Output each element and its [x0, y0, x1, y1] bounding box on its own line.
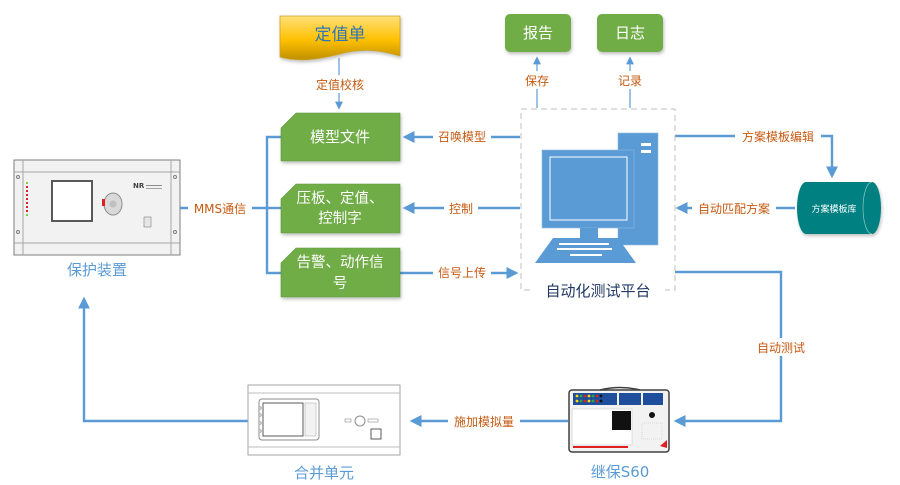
node-plate-setting-control[interactable]: 压板、定值、 控制字 [280, 183, 401, 234]
label-apply-analog: 施加模拟量 [454, 415, 514, 429]
computer-icon [535, 132, 659, 263]
node-merging-unit[interactable]: 合并单元 [247, 384, 401, 482]
template-db-label: 方案模板库 [811, 203, 856, 215]
node-platform[interactable]: 自动化测试平台 [520, 108, 676, 300]
merging-unit-image [247, 384, 401, 456]
plate-setting-line2: 控制字 [318, 210, 362, 227]
label-setting-check: 定值校核 [316, 77, 364, 92]
node-protection-device[interactable]: NR 保护装置 [13, 159, 181, 279]
setting-sheet-label: 定值单 [315, 25, 366, 45]
protection-device-image: NR [13, 159, 181, 256]
node-tester-s60[interactable]: 继保S60 [568, 386, 670, 482]
platform-label: 自动化测试平台 [545, 282, 650, 300]
node-model-file[interactable]: 模型文件 [280, 112, 401, 162]
tester-s60-image [568, 386, 670, 453]
label-auto-test: 自动测试 [757, 340, 805, 355]
label-auto-match: 自动匹配方案 [698, 201, 770, 216]
report-label: 报告 [523, 24, 553, 42]
plate-setting-line1: 压板、定值、 [297, 189, 384, 207]
edge-merging-to-protection [78, 296, 248, 423]
alarm-line1: 告警、动作信 [297, 254, 384, 271]
label-template-edit: 方案模板编辑 [742, 129, 814, 144]
tester-s60-label: 继保S60 [591, 463, 650, 481]
label-record: 记录 [618, 74, 642, 88]
edge-template-edit [675, 134, 838, 179]
node-alarm-signals[interactable]: 告警、动作信 号 [280, 247, 401, 298]
model-file-label: 模型文件 [310, 128, 370, 146]
alarm-line2: 号 [333, 276, 348, 292]
label-save: 保存 [525, 74, 549, 88]
node-setting-sheet[interactable]: 定值单 [279, 15, 401, 61]
label-control: 控制 [449, 202, 473, 216]
node-report[interactable]: 报告 [505, 14, 571, 52]
label-call-model: 召唤模型 [438, 130, 486, 144]
label-signal-upload: 信号上传 [438, 265, 486, 280]
svg-text:NR: NR [133, 182, 145, 190]
node-log[interactable]: 日志 [597, 14, 663, 52]
log-label: 日志 [615, 24, 645, 42]
protection-device-label: 保护装置 [67, 261, 127, 279]
merging-unit-label: 合并单元 [294, 464, 354, 482]
node-template-db[interactable]: 方案模板库 [797, 181, 881, 235]
label-mms: MMS通信 [194, 202, 246, 216]
